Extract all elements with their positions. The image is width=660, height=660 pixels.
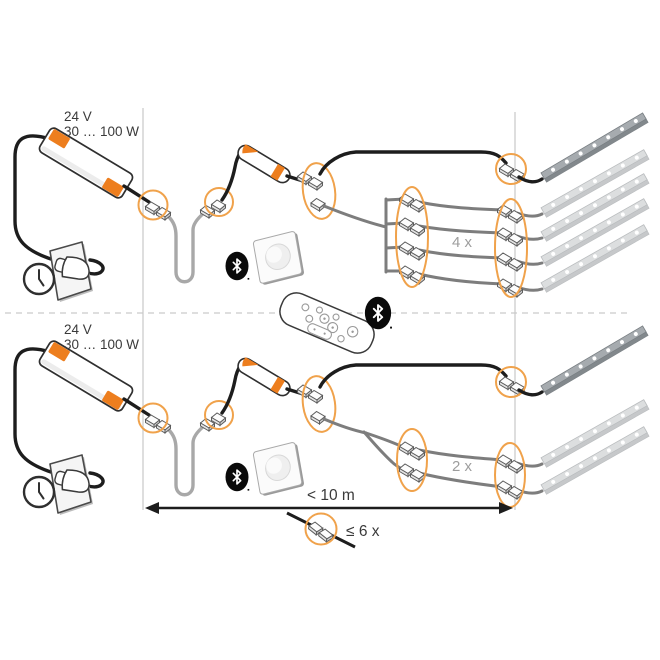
chain-connector <box>498 481 523 499</box>
setup-4-strips: 24 V 30 … 100 W <box>13 109 650 303</box>
timer-clock-icon <box>22 262 56 296</box>
connector-marker <box>495 366 527 398</box>
wall-dimmer <box>252 440 305 498</box>
extension-cable <box>166 424 206 497</box>
connector-marker <box>301 162 337 220</box>
max-connectors-label: ≤ 6 x <box>346 523 380 540</box>
connector-marker <box>204 400 234 430</box>
remote-control <box>279 292 375 354</box>
strip-chain-2x: 2 x <box>322 399 650 508</box>
strip-feed-cable <box>318 150 508 176</box>
bluetooth-controller <box>234 354 294 400</box>
chain-connector <box>400 442 425 460</box>
driver-power-label: 30 … 100 W <box>64 337 139 352</box>
wall-dimmer <box>252 229 305 287</box>
strip-feed-cable <box>318 363 508 389</box>
second-output-connector <box>310 411 326 425</box>
connector-group-marker <box>494 442 526 508</box>
connector-group-marker <box>396 428 428 492</box>
connector-marker <box>204 187 234 217</box>
connector-group-marker <box>395 186 429 288</box>
bluetooth-icon <box>363 295 393 331</box>
led-strip <box>540 325 649 396</box>
strip-feed-cable-end <box>517 175 544 184</box>
bluetooth-icon <box>224 461 251 493</box>
power-outlet <box>49 454 94 516</box>
connector-marker <box>495 153 527 185</box>
mains-cable <box>13 347 105 489</box>
power-outlet <box>49 241 94 303</box>
strip-feed-cable-end <box>517 388 544 397</box>
driver-voltage-label: 24 V <box>64 322 92 337</box>
strip-count-label: 2 x <box>452 458 473 475</box>
chain-connector <box>400 242 425 260</box>
second-output-connector <box>310 198 326 212</box>
inline-connector-icon <box>286 511 356 549</box>
strip-chain-4x: 4 x <box>322 149 650 298</box>
controller-input-cable <box>220 149 243 202</box>
remote-section <box>279 292 393 354</box>
setup-2-strips: 24 V 30 … 100 W <box>13 322 650 516</box>
chain-connector <box>498 228 523 246</box>
led-strip <box>540 112 649 183</box>
driver-output-cable <box>122 397 151 417</box>
chain-connector <box>498 455 523 473</box>
chain-connector <box>400 266 425 284</box>
timer-clock-icon <box>22 475 56 509</box>
chain-connector <box>400 218 425 236</box>
driver-power-label: 30 … 100 W <box>64 124 139 139</box>
bluetooth-controller <box>234 141 294 187</box>
mains-cable <box>13 134 105 276</box>
driver-voltage-label: 24 V <box>64 109 92 124</box>
connector-marker <box>137 402 169 434</box>
chain-connector <box>400 464 425 482</box>
driver-output-cable <box>122 184 151 204</box>
annotations: < 10 m ≤ 6 x <box>145 487 513 549</box>
strip-count-label: 4 x <box>452 234 473 251</box>
connector-marker <box>137 189 169 221</box>
bluetooth-icon <box>224 250 251 282</box>
connector-marker <box>301 375 337 433</box>
connector-group-marker <box>494 198 528 298</box>
max-length-label: < 10 m <box>307 487 355 504</box>
controller-input-cable <box>220 362 243 415</box>
chain-connector <box>498 253 523 271</box>
length-arrow <box>145 502 513 514</box>
extension-cable <box>166 211 206 284</box>
